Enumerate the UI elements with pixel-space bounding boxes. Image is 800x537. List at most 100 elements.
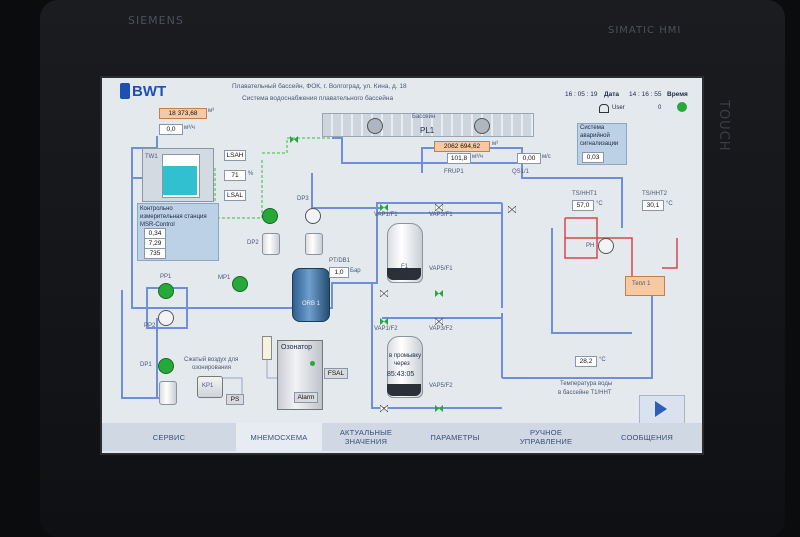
main-flow-unit: м³/ч [472, 154, 483, 160]
temp1-value: 57,0 [572, 200, 594, 211]
temp2-value: 30,1 [642, 200, 664, 211]
valve-vap1-f2-icon[interactable] [380, 318, 388, 325]
pump-pp2-label: PP2 [144, 323, 156, 329]
clock-date: 14 : 16 : 55 [629, 91, 662, 98]
filter-f2-bottom [387, 384, 421, 396]
velocity-value: 0,00 [517, 153, 541, 164]
ozonator-label: Озонатор [281, 344, 312, 351]
pool-pl1-label: PL1 [420, 126, 435, 135]
nav-manual-control[interactable]: РУЧНОЕ УПРАВЛЕНИЕ [500, 423, 593, 451]
dosing-pump-green-icon[interactable] [262, 208, 278, 224]
lsal-indicator: LSAL [224, 190, 246, 201]
velocity-unit: м/с [542, 154, 551, 160]
touch-label: TOUCH [716, 100, 731, 152]
top-counter-value: 18 373,68 [159, 108, 207, 119]
header-title-line2: Система водоснабжения плавательного басс… [242, 95, 394, 102]
fsal-indicator: FSAL [324, 368, 348, 379]
ozone-caption-line2: озонирования [192, 365, 231, 371]
dosing-tank-dp1 [159, 381, 177, 405]
bwt-logo: BWT [132, 83, 167, 100]
temp2-unit: °С [666, 201, 673, 207]
filter-wash-timer: 85:43:05 [387, 371, 415, 378]
main-flow-value: 101,8 [447, 153, 471, 164]
pump-ph-icon[interactable] [598, 238, 614, 254]
filter-f1-bottom [387, 268, 421, 280]
kp1-label: KP1 [202, 383, 214, 389]
tank-tw1-label: TW1 [145, 154, 158, 160]
valve-f1-bottom-right-icon[interactable] [435, 290, 443, 297]
vap3-f2-label: VAP3/F2 [429, 326, 453, 332]
alarm-system-value: 0,03 [582, 152, 604, 163]
ozonator-alarm[interactable]: Alarm [294, 392, 318, 403]
user-icon[interactable] [599, 104, 609, 113]
ozone-caption-line1: Сжатый воздух для [184, 357, 239, 363]
temp1-unit: °С [596, 201, 603, 207]
ozonator-led-icon [310, 361, 315, 366]
valve-vap3-f2-icon[interactable] [435, 318, 443, 325]
alarm-system-line1: Система [580, 125, 605, 131]
pump-pp1-icon[interactable] [158, 283, 174, 299]
nav-actual-values[interactable]: АКТУАЛЬНЫЕ ЗНАЧЕНИЯ [322, 423, 411, 451]
filter-wash-line1: в промывку [389, 353, 422, 359]
small-flow-value: 0,0 [159, 124, 183, 135]
nav-parameters[interactable]: ПАРАМЕТРЫ [410, 423, 501, 451]
vap5-f2-label: VAP5/F2 [429, 383, 453, 389]
pool-pump-right-icon[interactable] [474, 118, 490, 134]
clock-time: 16 : 05 : 19 [565, 91, 598, 98]
pool-label: Бассейн [412, 114, 436, 120]
nav-service[interactable]: СЕРВИС [102, 423, 237, 451]
hmi-screen: BWT Плавательный бассейн, ФОК, г. Волгог… [102, 78, 702, 453]
valve-f2-bottom-left-icon[interactable] [380, 405, 388, 412]
bwt-logo-mark [120, 83, 130, 99]
user-value: 0 [658, 105, 662, 111]
dosing-tank-dp2 [262, 233, 280, 255]
filter-wash-line2: через [394, 361, 410, 367]
ps-indicator: PS [226, 394, 244, 405]
dp3-label: DP3 [297, 196, 309, 202]
pool-pump-left-icon[interactable] [367, 118, 383, 134]
lsah-indicator: LSAH [224, 150, 246, 161]
orb-tank[interactable] [292, 268, 330, 322]
small-flow-unit: м³/ч [184, 125, 195, 131]
valve-f2-bottom-right-icon[interactable] [435, 405, 443, 412]
pressure-unit: Бар [350, 268, 361, 274]
temp3-value: 28,2 [575, 356, 597, 367]
time-label: Время [667, 91, 688, 98]
frup-label: FRUP1 [444, 169, 464, 175]
orb-label: ORB 1 [302, 301, 321, 307]
valve-vap1-f1-icon[interactable] [380, 204, 388, 211]
dosing-pump-white-icon[interactable] [305, 208, 321, 224]
dosing-pump-dp1-icon[interactable] [158, 358, 174, 374]
valve-f1-bottom-left-icon[interactable] [380, 290, 388, 297]
water-temp-caption-line1: Температура воды [560, 381, 613, 387]
status-led-icon [677, 102, 687, 112]
temp3-unit: °С [599, 357, 606, 363]
main-counter-value: 2062 694,62 [434, 141, 490, 152]
pump-pp1-label: PP1 [160, 274, 172, 280]
level-unit: % [248, 171, 254, 177]
valve-pool-inlet-icon[interactable] [290, 136, 298, 143]
valve-heating-icon[interactable] [508, 206, 516, 213]
temp1-tag: TS/HHT1 [572, 191, 598, 197]
siemens-brand: SIEMENS [128, 14, 184, 27]
alarm-system-line2: аварийной [580, 133, 610, 139]
level-value: 71 [224, 170, 246, 181]
pump-mp1-label: МP1 [218, 275, 231, 281]
compressor-kp1[interactable] [197, 376, 223, 398]
nav-mnemoscheme[interactable]: МНЕМОСХЕМА [236, 423, 323, 451]
temp2-tag: TS/HHT2 [642, 191, 668, 197]
user-label: User [612, 105, 625, 111]
pump-mp1-icon[interactable] [232, 276, 248, 292]
vap1-f1-label: VAP1/F1 [374, 212, 398, 218]
swimming-pool [322, 113, 534, 137]
control-station-title: Контрольно измерительная станция MSR-Con… [140, 206, 207, 228]
valve-vap3-f1-icon[interactable] [435, 204, 443, 211]
vap3-f1-label: VAP3/F1 [429, 212, 453, 218]
ozonator-small-unit [262, 336, 272, 360]
pump-pp2-icon[interactable] [158, 310, 174, 326]
heat-exchanger[interactable] [625, 276, 665, 296]
nav-messages[interactable]: СООБЩЕНИЯ [592, 423, 702, 451]
control-station-value-3: 735 [144, 248, 166, 259]
main-counter-unit: м³ [492, 141, 499, 147]
simatic-brand: SIMATIC HMI [608, 25, 682, 36]
